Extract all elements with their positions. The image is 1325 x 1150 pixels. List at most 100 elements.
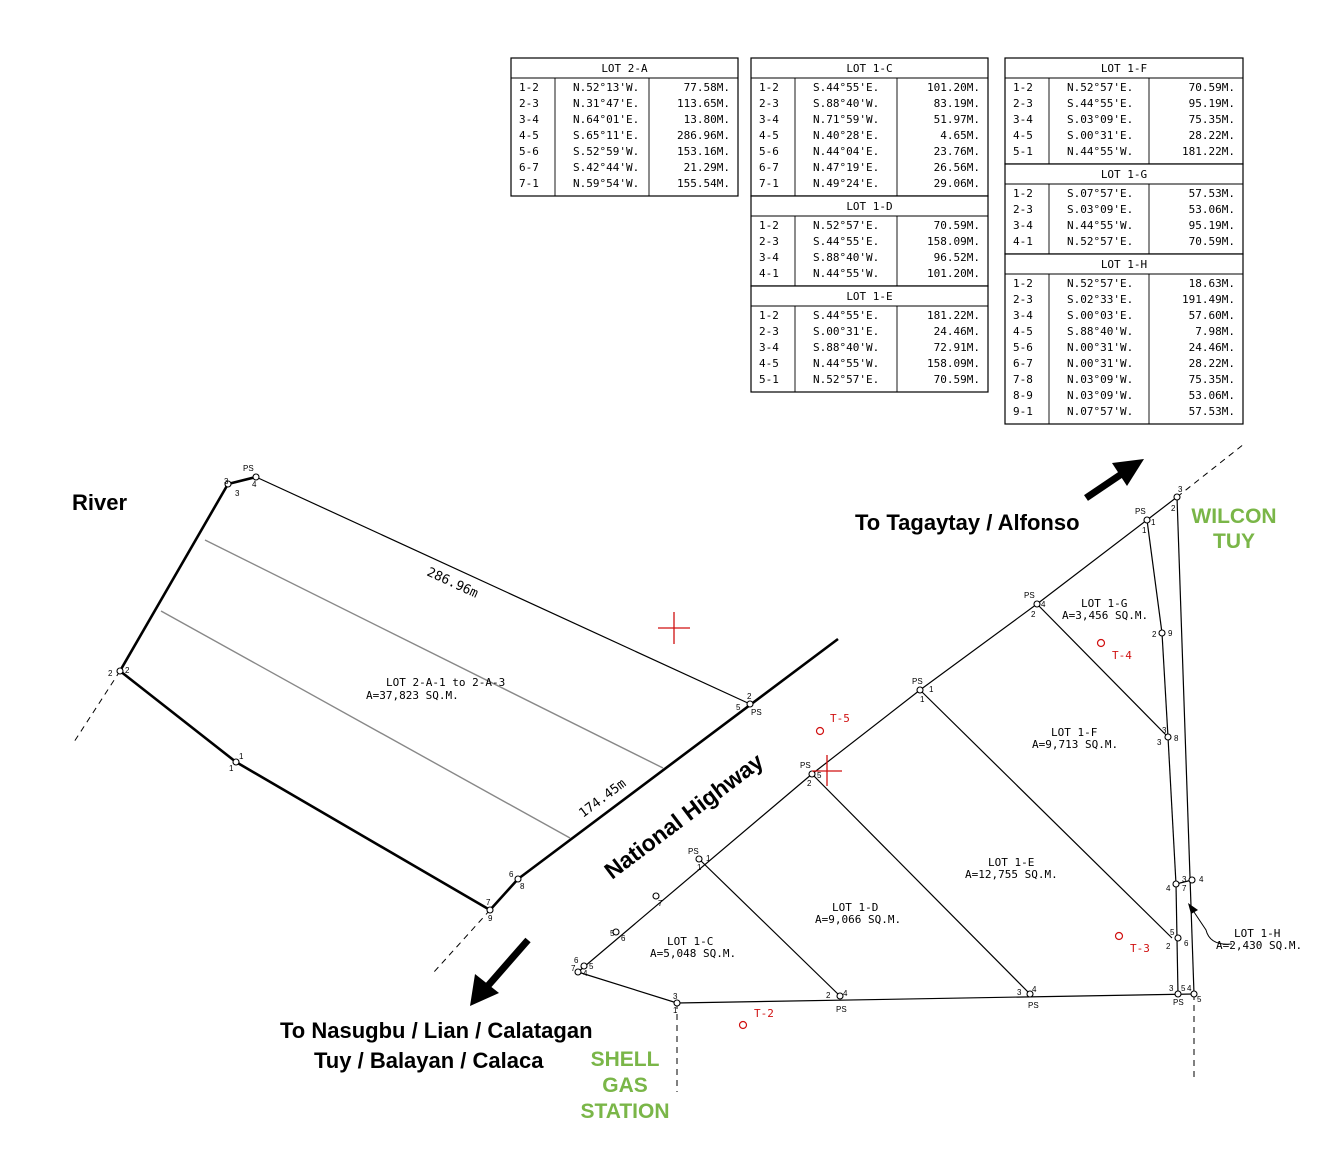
table-cell-line: 8-9 — [1013, 389, 1033, 402]
table-cell-distance: 158.09M. — [927, 357, 980, 370]
svg-text:1: 1 — [1142, 526, 1147, 535]
lot-1e-area: A=12,755 SQ.M. — [965, 868, 1058, 881]
wilcon-label-1: WILCON — [1191, 505, 1276, 528]
svg-text:PS: PS — [800, 761, 811, 770]
table-cell-line: 2-3 — [519, 97, 539, 110]
table-cell-bearing: S.42°44'W. — [573, 161, 639, 174]
svg-text:1: 1 — [673, 1006, 678, 1015]
table-cell-distance: 53.06M. — [1189, 203, 1235, 216]
lot-1h-name: LOT 1-H — [1234, 927, 1280, 940]
svg-text:3: 3 — [235, 489, 240, 498]
table-cell-distance: 75.35M. — [1189, 113, 1235, 126]
table-cell-line: 3-4 — [759, 341, 779, 354]
table-cell-bearing: N.07°57'W. — [1067, 405, 1133, 418]
table-cell-line: 5-6 — [519, 145, 539, 158]
table-cell-distance: 181.22M. — [927, 309, 980, 322]
svg-text:7: 7 — [571, 964, 576, 973]
table-cell-line: 2-3 — [759, 235, 779, 248]
table-cell-line: 3-4 — [1013, 113, 1033, 126]
table-cell-line: 5-6 — [759, 145, 779, 158]
table-cell-bearing: N.52°57'E. — [813, 219, 879, 232]
arrow-up-right-icon — [1084, 459, 1144, 501]
table-cell-distance: 4.65M. — [940, 129, 980, 142]
svg-text:3: 3 — [1182, 875, 1187, 884]
svg-text:5: 5 — [817, 771, 822, 780]
svg-text:2: 2 — [1171, 504, 1176, 513]
svg-text:9: 9 — [1168, 629, 1173, 638]
svg-text:1: 1 — [229, 764, 234, 773]
table-cell-bearing: S.88°40'W. — [813, 97, 879, 110]
svg-text:3: 3 — [224, 477, 229, 486]
table-cell-distance: 77.58M. — [684, 81, 730, 94]
table-title: LOT 1-G — [1101, 168, 1147, 181]
table-cell-distance: 26.56M. — [934, 161, 980, 174]
wilcon-label-2: TUY — [1213, 530, 1255, 553]
svg-text:4: 4 — [1166, 884, 1171, 893]
table-cell-line: 1-2 — [759, 219, 779, 232]
shell-label-3: STATION — [580, 1100, 669, 1123]
table-cell-distance: 53.06M. — [1189, 389, 1235, 402]
svg-text:8: 8 — [520, 882, 525, 891]
table-cell-bearing: S.00°31'E. — [813, 325, 879, 338]
table-cell-bearing: S.44°55'E. — [813, 235, 879, 248]
lot-2a-name: LOT 2-A-1 to 2-A-3 — [386, 676, 505, 689]
table-cell-distance: 191.49M. — [1182, 293, 1235, 306]
table-cell-bearing: N.40°28'E. — [813, 129, 879, 142]
table-cell-bearing: N.71°59'W. — [813, 113, 879, 126]
svg-text:4: 4 — [1187, 984, 1192, 993]
table-cell-distance: 158.09M. — [927, 235, 980, 248]
table-title: LOT 1-D — [846, 200, 892, 213]
svg-text:4: 4 — [1199, 875, 1204, 884]
svg-text:5: 5 — [736, 703, 741, 712]
svg-text:PS: PS — [912, 677, 923, 686]
test-markers: T-2 T-3 T-4 T-5 — [658, 612, 1150, 1030]
table-cell-line: 1-2 — [519, 81, 539, 94]
table-cell-bearing: N.52°57'E. — [813, 373, 879, 386]
table-cell-bearing: N.52°57'E. — [1067, 277, 1133, 290]
svg-text:7: 7 — [486, 898, 491, 907]
table-cell-distance: 13.80M. — [684, 113, 730, 126]
svg-text:6: 6 — [1184, 939, 1189, 948]
table-cell-bearing: S.44°55'E. — [813, 309, 879, 322]
table-cell-distance: 57.53M. — [1189, 405, 1235, 418]
table-cell-bearing: N.00°31'W. — [1067, 357, 1133, 370]
lot-1g-area: A=3,456 SQ.M. — [1062, 609, 1148, 622]
table-cell-line: 2-3 — [1013, 293, 1033, 306]
table-cell-bearing: N.44°04'E. — [813, 145, 879, 158]
svg-text:2: 2 — [1152, 630, 1157, 639]
table-cell-bearing: N.03°09'W. — [1067, 389, 1133, 402]
table-cell-line: 7-1 — [519, 177, 539, 190]
table-cell-distance: 181.22M. — [1182, 145, 1235, 158]
river-label: River — [72, 490, 127, 515]
table-cell-bearing: S.03°09'E. — [1067, 203, 1133, 216]
table-cell-bearing: S.44°55'E. — [1067, 97, 1133, 110]
table-cell-line: 4-5 — [519, 129, 539, 142]
table-cell-line: 5-6 — [1013, 341, 1033, 354]
table-cell-bearing: N.64°01'E. — [573, 113, 639, 126]
svg-text:2: 2 — [125, 666, 130, 675]
table-cell-distance: 95.19M. — [1189, 97, 1235, 110]
svg-text:2: 2 — [807, 779, 812, 788]
lot-1d-area: A=9,066 SQ.M. — [815, 913, 901, 926]
table-cell-distance: 113.65M. — [677, 97, 730, 110]
table-cell-distance: 70.59M. — [1189, 235, 1235, 248]
svg-text:1: 1 — [697, 863, 702, 872]
table-cell-distance: 155.54M. — [677, 177, 730, 190]
svg-text:1: 1 — [929, 685, 934, 694]
table-cell-line: 1-2 — [1013, 187, 1033, 200]
table-cell-line: 1-2 — [759, 81, 779, 94]
lot-1c-area: A=5,048 SQ.M. — [650, 947, 736, 960]
table-cell-line: 7-8 — [1013, 373, 1033, 386]
lot-1e-name: LOT 1-E — [988, 856, 1034, 869]
svg-text:4: 4 — [583, 969, 588, 978]
table-cell-line: 5-1 — [759, 373, 779, 386]
table-cell-bearing: S.88°40'W. — [813, 341, 879, 354]
svg-text:5: 5 — [1197, 995, 1202, 1004]
svg-text:PS: PS — [688, 847, 699, 856]
